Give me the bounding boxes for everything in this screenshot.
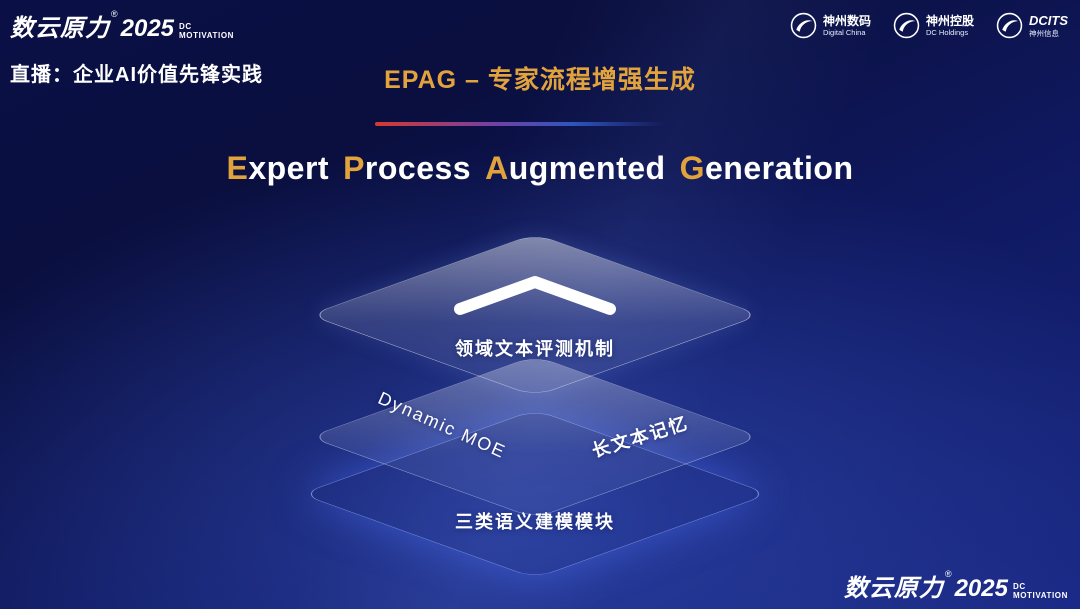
logo-text: 神州控股 DC Holdings xyxy=(926,14,974,37)
corp-name: 神州数码 xyxy=(822,13,871,28)
subtitle-word: Generation xyxy=(680,150,854,186)
brand-logo-bottom: 数云原力 ® 2025 DC MOTIVATION xyxy=(844,568,1068,603)
word-initial: E xyxy=(226,150,249,186)
brand-logo-top: 数云原力 ® 2025 DC MOTIVATION xyxy=(10,8,234,43)
brand-subtitle: DC MOTIVATION xyxy=(1013,582,1068,603)
brand-sub-line2: MOTIVATION xyxy=(1012,590,1068,600)
brand-name: 数云原力 xyxy=(843,575,944,602)
subtitle-word: Augmented xyxy=(485,150,666,186)
corp-name: DCITS xyxy=(1029,13,1068,29)
word-rest: xpert xyxy=(248,150,330,186)
corporate-logos: 神州数码 Digital China 神州控股 DC Holdings DCIT… xyxy=(790,12,1068,39)
brand-sub-line2: MOTIVATION xyxy=(179,30,235,40)
subtitle-word: Process xyxy=(343,150,471,186)
brand-sub-line1: DC xyxy=(1012,581,1026,591)
word-initial: P xyxy=(343,150,365,186)
layer-label-semantic-modeling: 三类语义建模模块 xyxy=(455,512,615,532)
logo-dcits: DCITS 神州信息 xyxy=(996,12,1068,39)
word-initial: A xyxy=(485,150,509,186)
logo-text: DCITS 神州信息 xyxy=(1029,13,1068,38)
brand-year: 2025 xyxy=(954,575,1008,602)
page-title: EPAG – 专家流程增强生成 xyxy=(384,66,696,94)
dc-holdings-logo-icon xyxy=(893,12,920,39)
title-underline-gradient xyxy=(375,122,665,126)
logo-dc-holdings: 神州控股 DC Holdings xyxy=(893,12,974,39)
chevron-up-icon xyxy=(454,276,616,315)
brand-name: 数云原力 xyxy=(10,15,110,42)
corp-sub: 神州信息 xyxy=(1029,28,1059,38)
dcits-logo-icon xyxy=(996,12,1023,39)
word-rest: rocess xyxy=(364,150,472,186)
live-stream-label: 直播：企业AI价值先锋实践 xyxy=(10,64,263,86)
logo-digital-china: 神州数码 Digital China xyxy=(790,12,871,39)
registered-mark: ® xyxy=(111,9,118,19)
brand-year: 2025 xyxy=(120,15,175,42)
registered-mark: ® xyxy=(944,569,952,579)
word-rest: ugmented xyxy=(508,150,666,186)
subtitle-word: Expert xyxy=(226,150,329,186)
word-rest: eneration xyxy=(704,150,854,186)
logo-text: 神州数码 Digital China xyxy=(823,14,871,37)
english-subtitle: Expert Process Augmented Generation xyxy=(0,150,1080,187)
digital-china-logo-icon xyxy=(790,12,817,39)
corp-sub: DC Holdings xyxy=(925,28,969,38)
corp-name: 神州控股 xyxy=(925,13,974,28)
word-initial: G xyxy=(679,150,705,186)
corp-sub: Digital China xyxy=(822,28,866,38)
layer-label-evaluation: 领域文本评测机制 xyxy=(455,339,615,359)
brand-sub-line1: DC xyxy=(179,21,192,31)
brand-subtitle: DC MOTIVATION xyxy=(179,22,234,43)
